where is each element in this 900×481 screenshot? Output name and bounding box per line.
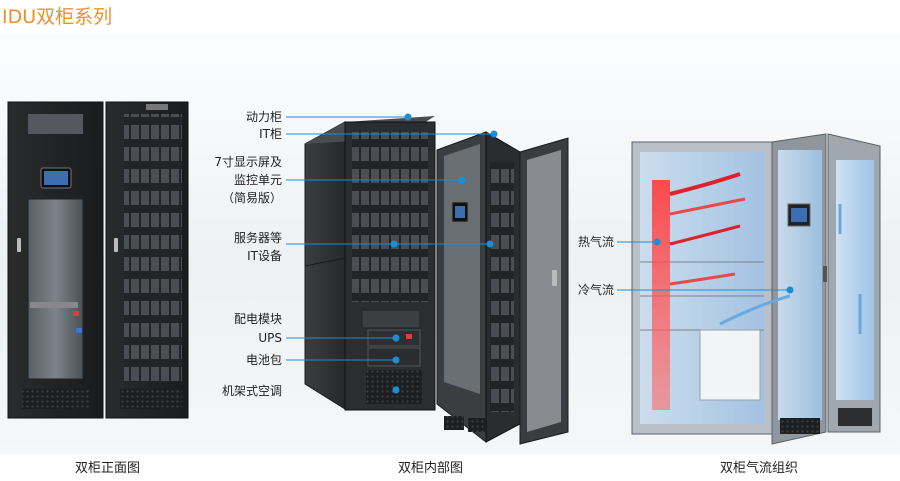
airflow-view-cabinets [631, 133, 881, 445]
ups-indicator [406, 334, 412, 339]
airflow-far-glass [836, 160, 874, 400]
diagram-stage [0, 34, 900, 454]
airflow-display-content [791, 208, 807, 222]
door-handle-right [114, 238, 118, 252]
pdu-module [361, 309, 421, 329]
server-slots-front [124, 114, 182, 382]
callout-server-line1: 服务器等 [233, 231, 282, 245]
front-panel-strip [30, 302, 78, 308]
dot-server-left [390, 240, 398, 248]
dot-cold-air [786, 286, 794, 294]
callout-display-line3: （简易版） [221, 191, 282, 205]
cold-flow-arrow-1 [719, 294, 791, 326]
callout-it-cabinet: IT柜 [259, 127, 282, 141]
page-title: IDU双柜系列 [2, 6, 113, 28]
top-badge [146, 104, 168, 110]
dot-hot-air [653, 238, 661, 246]
interior-display-content [455, 206, 465, 218]
open-door-right-glass [527, 150, 561, 432]
fan-grill-left [444, 416, 464, 430]
dot-it-cabinet [490, 130, 498, 138]
bottom-vent-left [22, 389, 90, 409]
power-cabinet-rack [352, 132, 428, 302]
door-handle-left [17, 238, 21, 252]
side-panel-seam [304, 257, 346, 267]
caption-airflow-view: 双柜气流组织 [720, 461, 799, 476]
dot-power-cabinet [404, 113, 412, 121]
status-led-red [73, 311, 79, 316]
interior-view-cabinets [304, 116, 569, 445]
door-handle-interior [552, 270, 557, 286]
callout-display-line1: 7寸显示屏及 [214, 155, 282, 169]
callout-hot-air: 热气流 [577, 235, 614, 249]
caption-interior-view: 双柜内部图 [398, 461, 464, 476]
airflow-door-handle [823, 266, 827, 282]
airflow-far-vent [838, 408, 872, 426]
dot-display [458, 176, 466, 184]
hot-flow-arrow-4 [669, 272, 736, 286]
callout-lines [286, 113, 794, 394]
dot-battery [392, 356, 400, 364]
front-view-cabinets [7, 101, 189, 419]
airflow-right-glass [778, 150, 822, 420]
callout-display-line2: 监控单元 [233, 173, 282, 187]
bottom-vent-right [120, 389, 182, 409]
cabinet-side-panel [304, 121, 346, 410]
airflow-pdu-block [699, 329, 761, 401]
hot-flow-arrow-1 [669, 172, 741, 196]
hot-flow-arrow-3 [669, 224, 741, 246]
caption-front-view: 双柜正面图 [75, 461, 141, 476]
airflow-bottom-vent [780, 418, 820, 434]
callout-pdu-module: 配电模块 [233, 312, 282, 326]
callout-rack-ac: 机架式空调 [221, 384, 282, 398]
rack-ac-unit [366, 370, 422, 404]
status-led-blue [76, 328, 82, 333]
fan-grill-right [468, 418, 486, 432]
callout-battery: 电池包 [245, 353, 282, 367]
hot-air-column [652, 180, 670, 410]
callout-cold-air: 冷气流 [577, 283, 614, 297]
dot-server-right [486, 240, 494, 248]
it-cabinet-rack [490, 162, 514, 412]
display-screen-content [44, 171, 68, 185]
callout-power-cabinet: 动力柜 [245, 110, 282, 124]
hot-flow-arrow-2 [669, 197, 746, 216]
battery-pack [367, 347, 421, 367]
front-glass-door [27, 198, 84, 380]
callout-ups: UPS [258, 331, 282, 345]
dot-ups [392, 334, 400, 342]
front-top-vent [28, 114, 83, 134]
callout-server-line2: IT设备 [247, 249, 282, 263]
dot-rack-ac [392, 386, 400, 394]
